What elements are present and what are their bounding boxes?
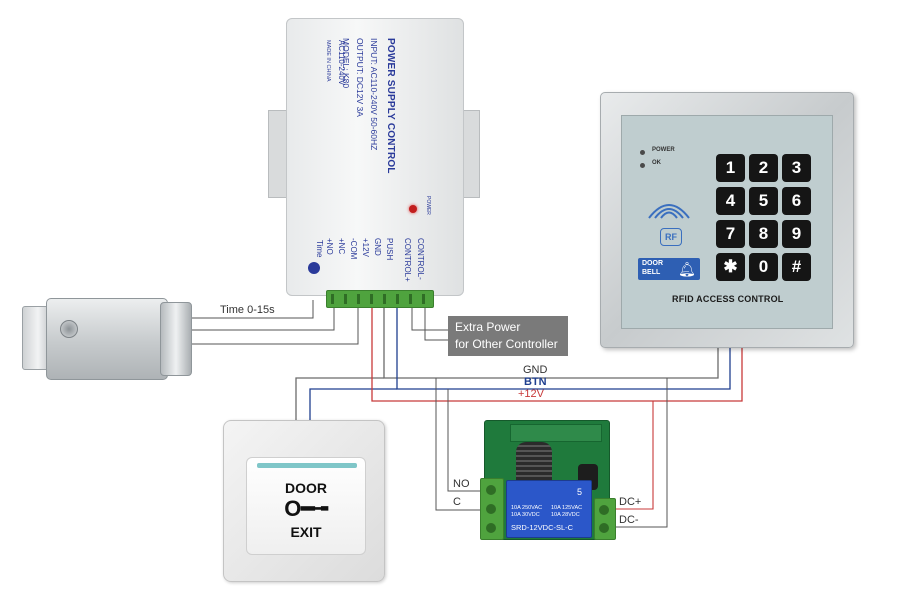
extra-power-line2: for Other Controller — [455, 337, 558, 351]
rf-label: RF — [665, 232, 677, 242]
relay-model: SRD-12VDC-SL-C — [511, 523, 574, 532]
relay-dcminus-label: DC- — [619, 514, 639, 526]
relay-rating-2: 10A 30VDC — [511, 512, 540, 518]
ps-input: INPUT: AC110-240V 50-60HZ — [369, 38, 379, 151]
power-indicator-label: POWER — [652, 147, 675, 153]
key-2[interactable]: 3 — [782, 154, 811, 182]
relay-pin5: 5 — [577, 487, 583, 497]
extra-power-box: Extra Power for Other Controller — [448, 316, 568, 356]
btn-label: BTN — [524, 376, 547, 388]
ps-made-in: MADE IN CHINA — [325, 40, 331, 82]
relay-c-label: C — [453, 496, 461, 508]
lock-bolt — [160, 302, 192, 376]
key-5[interactable]: 6 — [782, 187, 811, 215]
doorbell-text-bottom: BELL — [642, 269, 661, 276]
relay-rating-3: 10A 125VAC — [551, 505, 583, 511]
ok-indicator — [640, 163, 645, 168]
extra-power-wire-1 — [411, 305, 448, 331]
ps-ac-label: AC110-240V — [337, 40, 346, 86]
time-range-label: Time 0-15s — [220, 304, 275, 316]
rf-wave-icon — [648, 204, 690, 219]
ps-ac-block: AC110-240V MADE IN CHINA — [306, 40, 346, 130]
btn-wire — [396, 305, 731, 390]
terminal-label-nc: +NC — [337, 238, 346, 255]
key-6[interactable]: 7 — [716, 220, 745, 248]
extra-power-line1: Extra Power — [455, 320, 521, 334]
bell-icon: 🔔︎ — [678, 261, 696, 277]
ps-output: OUTPUT: DC12V 3A — [355, 38, 365, 117]
btn-to-exit — [309, 388, 397, 420]
v12-label: +12V — [518, 388, 544, 400]
ps-title: POWER SUPPLY CONTROL — [385, 38, 396, 174]
rf-module — [510, 424, 602, 442]
exit-button-plate: DOOR O━╼ EXIT — [223, 420, 385, 582]
electric-lock — [22, 292, 192, 384]
gnd-label: GND — [523, 364, 548, 376]
terminal-label-no: +NO — [325, 238, 334, 255]
key-3[interactable]: 4 — [716, 187, 745, 215]
relay-board: 5 10A 250VAC 10A 30VDC 10A 125VAC 10A 28… — [480, 420, 616, 542]
ps-terminal-block[interactable] — [326, 290, 434, 308]
lock-wire-no — [190, 305, 335, 331]
gnd-wire — [383, 305, 719, 379]
terminal-label-gnd: GND — [373, 238, 382, 256]
lock-body — [46, 298, 168, 380]
relay: 5 10A 250VAC 10A 30VDC 10A 125VAC 10A 28… — [506, 480, 592, 538]
terminal-label-control-plus: CONTROL+ — [403, 238, 412, 282]
ps-power-led-label: POWER — [425, 196, 431, 215]
key-10[interactable]: 0 — [749, 253, 778, 281]
power-supply: POWER SUPPLY CONTROL INPUT: AC110-240V 5… — [268, 18, 480, 308]
relay-dcplus-wire — [606, 401, 654, 510]
relay-rating-4: 10A 28VDC — [551, 512, 580, 518]
keypad-name: RFID ACCESS CONTROL — [672, 294, 784, 304]
key-1[interactable]: 2 — [749, 154, 778, 182]
key-8[interactable]: 9 — [782, 220, 811, 248]
exit-top-text: DOOR — [285, 480, 327, 496]
exit-light-strip — [257, 463, 357, 468]
ps-terminal-labels: +NO +NC -COM +12V GND PUSH CONTROL+ CONT… — [325, 238, 452, 298]
relay-no-wire — [447, 389, 488, 492]
key-11[interactable]: # — [782, 253, 811, 281]
rf-badge: RF — [660, 228, 682, 246]
gnd-to-exit — [295, 377, 384, 420]
power-indicator — [640, 150, 645, 155]
exit-button[interactable]: DOOR O━╼ EXIT — [246, 457, 366, 555]
relay-dcplus-label: DC+ — [619, 496, 642, 508]
key-7[interactable]: 8 — [749, 220, 778, 248]
ps-time-knob[interactable] — [308, 262, 320, 274]
ps-case — [286, 18, 464, 296]
exit-bottom-text: EXIT — [290, 524, 322, 540]
lock-wire-com — [190, 305, 359, 345]
ps-time-label: Time — [315, 240, 324, 258]
terminal-label-control-minus: CONTROL- — [416, 238, 425, 280]
key-4[interactable]: 5 — [749, 187, 778, 215]
relay-dcminus-wire — [606, 378, 668, 528]
key-icon: O━╼ — [284, 496, 328, 521]
extra-power-wire-2 — [424, 305, 448, 341]
terminal-label-push: PUSH — [385, 238, 394, 261]
relay-no-label: NO — [453, 478, 470, 490]
relay-terminal-right[interactable] — [594, 498, 616, 540]
ps-power-led — [409, 205, 417, 213]
time-wire — [190, 300, 314, 319]
key-0[interactable]: 1 — [716, 154, 745, 182]
relay-c-wire — [435, 378, 488, 511]
v12-wire — [371, 305, 743, 402]
doorbell-text-top: DOOR — [642, 260, 663, 267]
terminal-label-12v: +12V — [361, 238, 370, 257]
ok-indicator-label: OK — [652, 160, 661, 166]
key-9[interactable]: ✱ — [716, 253, 745, 281]
relay-terminal-left[interactable] — [480, 478, 504, 540]
relay-rating-1: 10A 250VAC — [511, 505, 543, 511]
doorbell-button[interactable]: DOOR BELL 🔔︎ — [638, 258, 700, 280]
lock-screw — [60, 320, 78, 338]
terminal-label-com: -COM — [349, 238, 358, 260]
